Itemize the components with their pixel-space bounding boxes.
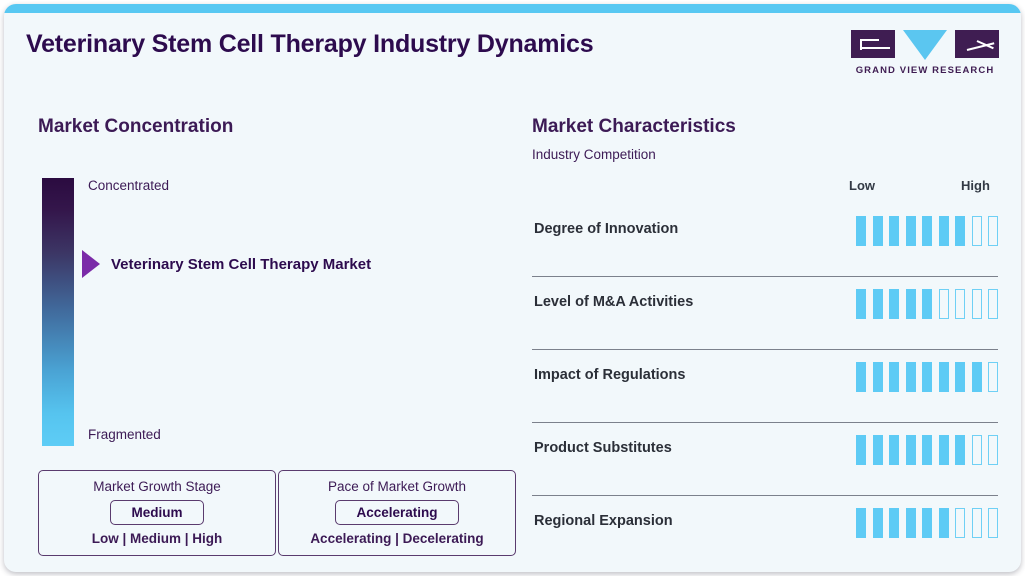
- characteristic-label: Product Substitutes: [534, 440, 672, 456]
- characteristic-row: Level of M&A Activities: [532, 277, 998, 350]
- rating-bar-filled: [872, 362, 883, 392]
- rating-bar-filled: [872, 289, 883, 319]
- rating-bar-filled: [922, 289, 932, 319]
- rating-bar-empty: [971, 508, 982, 538]
- characteristic-label: Impact of Regulations: [534, 367, 686, 383]
- pace-of-market-growth-value: Accelerating: [335, 500, 459, 525]
- market-growth-stage-box: Market Growth Stage Medium Low | Medium …: [38, 470, 276, 556]
- pace-of-market-growth-box: Pace of Market Growth Accelerating Accel…: [278, 470, 516, 556]
- top-accent-bar: [4, 4, 1021, 13]
- rating-bar-filled: [955, 216, 965, 246]
- rating-bar-filled: [955, 362, 965, 392]
- market-growth-stage-title: Market Growth Stage: [93, 479, 221, 494]
- rating-bar-filled: [905, 216, 916, 246]
- rating-bar-empty: [988, 435, 998, 465]
- characteristic-rating-bars: [856, 216, 998, 246]
- rating-bar-filled: [938, 362, 949, 392]
- characteristic-label: Level of M&A Activities: [534, 294, 694, 310]
- characteristic-rating-bars: [856, 435, 998, 465]
- infographic-card: Veterinary Stem Cell Therapy Industry Dy…: [4, 4, 1021, 572]
- rating-bar-empty: [988, 508, 998, 538]
- rating-bar-empty: [988, 216, 998, 246]
- logo-g-square-icon: [851, 30, 895, 58]
- market-concentration-heading: Market Concentration: [38, 116, 234, 137]
- characteristic-label: Degree of Innovation: [534, 221, 679, 237]
- rating-bar-filled: [872, 508, 883, 538]
- rating-bar-filled: [889, 362, 899, 392]
- scale-label-low: Low: [849, 178, 875, 193]
- rating-bar-filled: [922, 435, 932, 465]
- pace-of-market-growth-title: Pace of Market Growth: [327, 479, 467, 494]
- market-growth-stage-scale: Low | Medium | High: [91, 531, 223, 546]
- rating-bar-filled: [971, 362, 982, 392]
- rating-bar-filled: [922, 508, 932, 538]
- market-characteristics-subheading: Industry Competition: [532, 147, 656, 162]
- market-position-marker: Veterinary Stem Cell Therapy Market: [82, 250, 371, 278]
- rating-bar-filled: [889, 508, 899, 538]
- rating-bar-filled: [889, 435, 899, 465]
- rating-bar-empty: [971, 289, 982, 319]
- rating-bar-empty: [988, 289, 998, 319]
- rating-bar-filled: [938, 435, 949, 465]
- logo-triangle-icon: [903, 30, 947, 60]
- market-characteristics-heading: Market Characteristics: [532, 116, 736, 137]
- rating-bar-filled: [922, 362, 932, 392]
- rating-bar-filled: [856, 289, 866, 319]
- rating-bar-filled: [889, 216, 899, 246]
- rating-bar-empty: [971, 216, 982, 246]
- characteristic-row: Impact of Regulations: [532, 350, 998, 423]
- grand-view-research-logo: GRAND VIEW RESEARCH: [851, 30, 999, 76]
- rating-bar-empty: [988, 362, 998, 392]
- rating-bar-empty: [971, 435, 982, 465]
- characteristic-label: Regional Expansion: [534, 513, 673, 529]
- marker-arrow-icon: [82, 250, 100, 278]
- characteristic-rating-bars: [856, 508, 998, 538]
- rating-bar-filled: [938, 216, 949, 246]
- logo-r-square-icon: [955, 30, 999, 58]
- concentration-top-label: Concentrated: [88, 178, 170, 193]
- rating-bar-filled: [905, 289, 916, 319]
- pace-of-market-growth-scale: Accelerating | Decelerating: [310, 531, 484, 546]
- rating-bar-empty: [955, 289, 965, 319]
- rating-bar-filled: [905, 435, 916, 465]
- rating-bar-empty: [955, 508, 965, 538]
- rating-bar-filled: [889, 289, 899, 319]
- rating-bar-empty: [938, 289, 949, 319]
- concentration-gradient-bar: [42, 178, 74, 446]
- rating-bar-filled: [938, 508, 949, 538]
- rating-bar-filled: [872, 435, 883, 465]
- rating-bar-filled: [856, 435, 866, 465]
- rating-bar-filled: [955, 435, 965, 465]
- characteristic-rating-bars: [856, 362, 998, 392]
- rating-bar-filled: [856, 362, 866, 392]
- characteristic-row: Degree of Innovation: [532, 204, 998, 277]
- rating-bar-filled: [856, 216, 866, 246]
- page-title: Veterinary Stem Cell Therapy Industry Dy…: [26, 30, 594, 58]
- characteristic-row: Regional Expansion: [532, 496, 998, 568]
- logo-text: GRAND VIEW RESEARCH: [855, 65, 995, 76]
- characteristic-row: Product Substitutes: [532, 423, 998, 496]
- concentration-bottom-label: Fragmented: [88, 427, 161, 442]
- rating-bar-filled: [905, 508, 916, 538]
- market-growth-stage-value: Medium: [110, 500, 204, 525]
- rating-bar-filled: [856, 508, 866, 538]
- rating-bar-filled: [905, 362, 916, 392]
- scale-label-high: High: [961, 178, 990, 193]
- rating-bar-filled: [872, 216, 883, 246]
- rating-bar-filled: [922, 216, 932, 246]
- marker-label: Veterinary Stem Cell Therapy Market: [111, 255, 372, 273]
- characteristic-rating-bars: [856, 289, 998, 319]
- logo-marks: [851, 30, 999, 60]
